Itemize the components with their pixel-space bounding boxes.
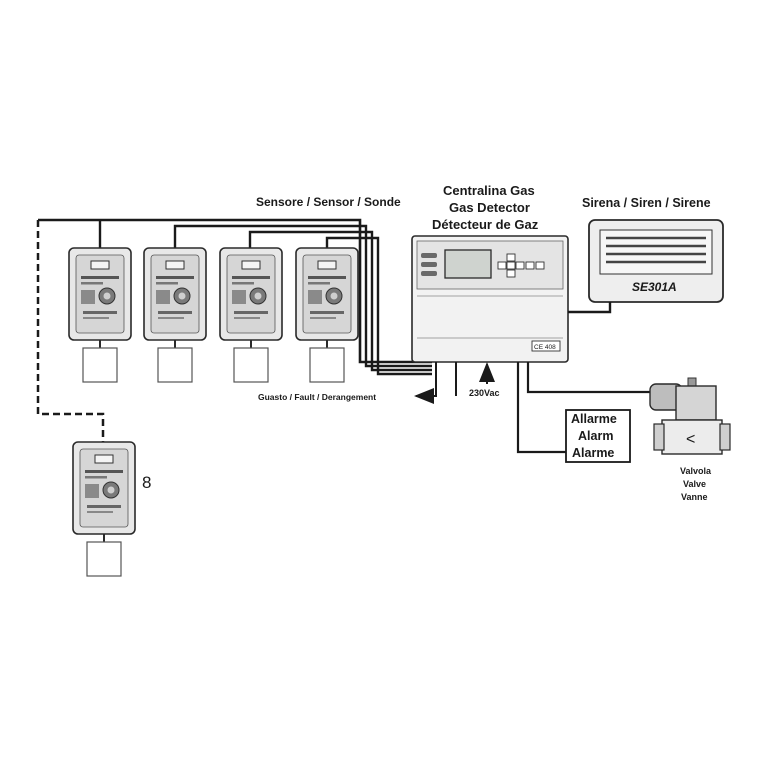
controller-model-label: CE 408 bbox=[534, 344, 556, 351]
alarm-box bbox=[565, 409, 631, 463]
controller-title-line3: Détecteur de Gaz bbox=[432, 217, 539, 232]
controller-display bbox=[444, 249, 492, 279]
valve-symbol: < bbox=[686, 431, 695, 448]
power-label: 230Vac bbox=[469, 388, 500, 398]
siren-model-label: SE301A bbox=[632, 280, 677, 294]
sensor-8 bbox=[72, 441, 136, 577]
siren-unit: SE301A bbox=[588, 219, 724, 303]
dashed-extension-line bbox=[36, 220, 105, 444]
gas-detector-controller: CE 408 bbox=[411, 235, 569, 363]
controller-title-line2: Gas Detector bbox=[449, 200, 530, 215]
siren-wire bbox=[568, 302, 612, 314]
alarm-label-line1: Allarme bbox=[571, 412, 617, 426]
solenoid-valve: < bbox=[649, 377, 731, 455]
sensor-bus-wires bbox=[38, 218, 432, 376]
valve-wire bbox=[526, 362, 650, 394]
sensor-3 bbox=[219, 247, 283, 383]
fault-output-wire bbox=[414, 362, 437, 404]
valve-label-line2: Valve bbox=[683, 479, 706, 489]
alarm-wire bbox=[516, 362, 566, 454]
sensor-4 bbox=[295, 247, 359, 383]
siren-title: Sirena / Siren / Sirene bbox=[582, 196, 711, 210]
valve-label-line3: Vanne bbox=[681, 492, 708, 502]
alarm-label-line3: Alarme bbox=[572, 446, 614, 460]
fault-output-label: Guasto / Fault / Derangement bbox=[258, 392, 376, 402]
controller-title-line1: Centralina Gas bbox=[443, 183, 535, 198]
sensor-1 bbox=[68, 247, 132, 383]
alarm-label-line2: Alarm bbox=[578, 429, 613, 443]
valve-label-line1: Valvola bbox=[680, 466, 712, 476]
sensor-count-label: 8 bbox=[142, 473, 151, 492]
sensor-bus-label: Sensore / Sensor / Sonde bbox=[256, 195, 401, 209]
sensor-2 bbox=[143, 247, 207, 383]
